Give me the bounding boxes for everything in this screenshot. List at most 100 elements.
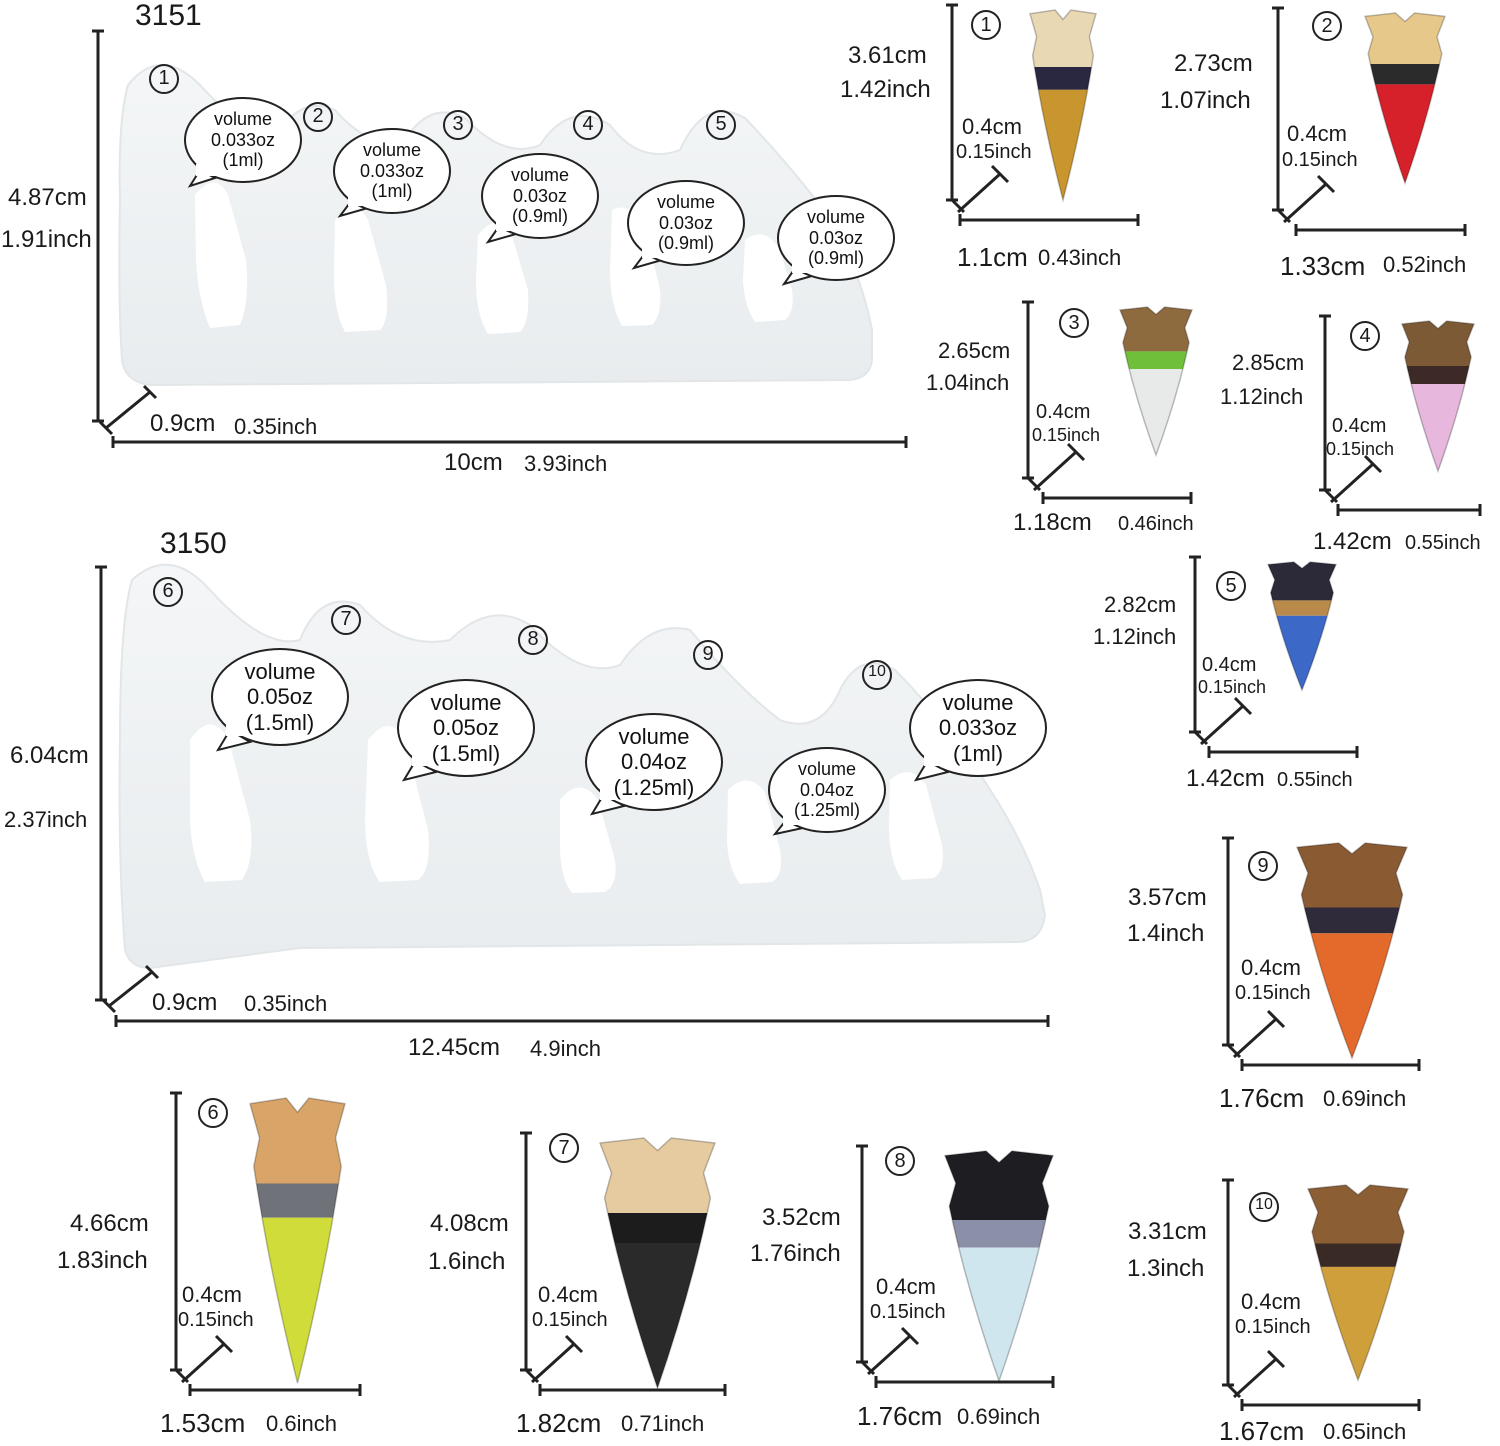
volume-bubble	[481, 153, 599, 239]
piece-height-in: 1.07inch	[1160, 87, 1251, 114]
piece-bottom-band	[600, 1243, 715, 1388]
volume-oz: 0.04oz	[799, 779, 855, 800]
mold-3150-width-in: 4.9inch	[530, 1036, 601, 1061]
piece-height-in: 1.83inch	[57, 1247, 148, 1274]
volume-label: volume	[656, 192, 716, 213]
piece-number: 3	[1068, 312, 1080, 334]
piece-middle-band	[250, 1183, 345, 1218]
piece-bottom-band	[1402, 384, 1474, 471]
piece-thickness-cm: 0.4cm	[1241, 955, 1301, 980]
mold-3151-width-cm: 10cm	[444, 449, 503, 476]
piece-thickness-in: 0.15inch	[956, 141, 1032, 163]
piece-width-in: 0.71inch	[621, 1411, 705, 1436]
piece-width-in: 0.43inch	[1038, 245, 1122, 270]
mold-3150-width-cm: 12.45cm	[408, 1034, 501, 1061]
piece-middle-band	[1030, 67, 1096, 90]
cavity-number: 5	[715, 113, 727, 135]
volume-oz: 0.05oz	[432, 715, 500, 741]
mold-3150-depth-in: 0.35inch	[244, 991, 328, 1016]
mold-3150-height-in: 2.37inch	[4, 807, 88, 832]
piece-number: 8	[894, 1150, 906, 1172]
piece-height-in: 1.76inch	[750, 1240, 841, 1267]
piece-number-circle	[1216, 571, 1246, 601]
model-3151-label: 3151	[135, 0, 202, 32]
piece-middle-band	[945, 1220, 1053, 1248]
piece-height-in: 1.3inch	[1127, 1255, 1205, 1282]
piece-bottom-band	[1297, 933, 1407, 1058]
piece-6	[170, 1091, 362, 1396]
cavity-number-circle	[149, 64, 179, 94]
piece-height-in: 1.04inch	[926, 370, 1010, 395]
piece-width-cm: 1.42cm	[1186, 765, 1265, 792]
cavity-number-circle	[331, 605, 361, 635]
cavity-2	[333, 207, 388, 332]
piece-height-cm: 3.57cm	[1128, 884, 1207, 911]
piece-thickness-in: 0.15inch	[1235, 982, 1311, 1004]
volume-ml: (0.9ml)	[657, 233, 714, 254]
volume-label: volume	[618, 724, 690, 750]
cavity-number-circle	[693, 640, 723, 670]
piece-top-band	[945, 1151, 1053, 1220]
piece-width-in: 0.6inch	[266, 1411, 337, 1436]
volume-ml: (0.9ml)	[511, 206, 568, 227]
volume-ml: (1.5ml)	[431, 740, 501, 766]
piece-number-circle	[1249, 1192, 1279, 1222]
piece-thickness-in: 0.15inch	[1235, 1316, 1311, 1338]
volume-bubble	[397, 679, 535, 777]
piece-bottom-band	[945, 1247, 1053, 1381]
volume-ml: (1.5ml)	[245, 709, 315, 735]
piece-height-cm: 4.08cm	[430, 1210, 509, 1237]
volume-ml: (0.9ml)	[807, 248, 864, 269]
piece-number-circle	[1059, 308, 1089, 338]
bubble-tail-mask	[196, 164, 226, 176]
cavity-number-circle	[862, 660, 892, 690]
piece-number: 6	[207, 1102, 219, 1124]
volume-bubbles	[149, 64, 1047, 836]
cavity-8	[560, 787, 616, 893]
piece-height-in: 1.12inch	[1093, 624, 1177, 649]
mold-3150-height-cm: 6.04cm	[10, 742, 89, 769]
bubble-tail-mask	[348, 194, 378, 206]
volume-oz: 0.05oz	[246, 684, 314, 710]
volume-oz: 0.033oz	[359, 160, 425, 181]
piece-middle-band	[1120, 351, 1192, 370]
piece-number: 4	[1359, 325, 1371, 347]
volume-oz: 0.033oz	[938, 715, 1018, 741]
piece-number: 5	[1225, 575, 1237, 597]
volume-oz: 0.03oz	[658, 212, 714, 233]
piece-width-in: 0.69inch	[1323, 1086, 1407, 1111]
piece-top-band	[1268, 562, 1336, 601]
piece-thickness-cm: 0.4cm	[1241, 1289, 1301, 1314]
piece-thickness-cm: 0.4cm	[182, 1282, 242, 1307]
piece-number-circle	[971, 10, 1001, 40]
piece-thickness-cm: 0.4cm	[962, 114, 1022, 139]
mold-3151-height-cm: 4.87cm	[8, 184, 87, 211]
volume-ml: (1.25ml)	[613, 774, 695, 800]
bubble-tail-mask	[642, 246, 672, 258]
piece-height-in: 1.12inch	[1220, 384, 1304, 409]
bubble-tail-mask	[226, 724, 256, 736]
cavity-number-circle	[153, 577, 183, 607]
cavity-10	[889, 772, 943, 880]
piece-top-band	[600, 1138, 715, 1213]
volume-bubble	[585, 713, 723, 811]
bubble-tail-mask	[924, 754, 954, 766]
piece-width-cm: 1.42cm	[1313, 528, 1392, 555]
piece-top-band	[1030, 10, 1096, 67]
piece-height-cm: 2.85cm	[1232, 350, 1305, 375]
piece-thickness-cm: 0.4cm	[876, 1274, 936, 1299]
cavity-7	[365, 726, 429, 882]
volume-oz: 0.033oz	[210, 129, 276, 150]
piece-number: 1	[980, 14, 992, 36]
piece-number: 7	[558, 1137, 570, 1159]
piece-middle-band	[600, 1213, 715, 1243]
bubble-tail-mask	[496, 219, 526, 231]
piece-number-circle	[198, 1098, 228, 1128]
volume-label: volume	[510, 165, 570, 186]
cavity-number-circle	[706, 110, 736, 140]
